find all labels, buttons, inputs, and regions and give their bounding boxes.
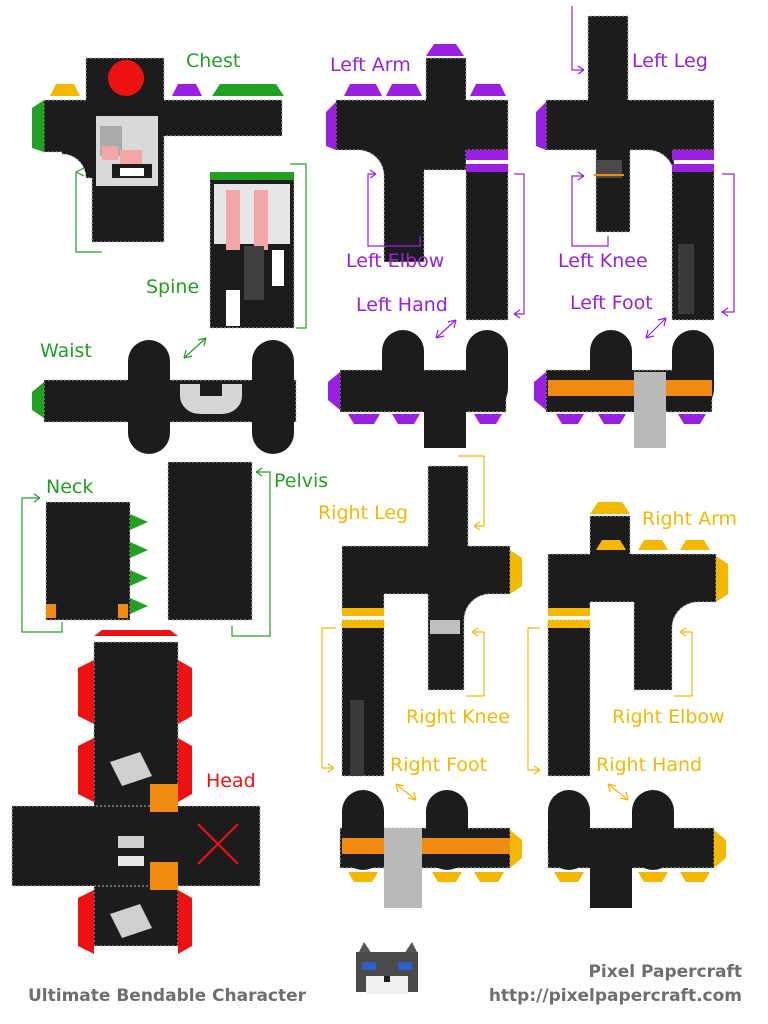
orange-guides xyxy=(321,455,693,801)
right-arm-piece xyxy=(547,502,728,777)
left-arm-piece xyxy=(326,44,509,321)
right-elbow-label: Right Elbow xyxy=(612,706,725,728)
left-hand-piece xyxy=(328,330,508,448)
left-leg-label: Left Leg xyxy=(632,50,708,72)
pelvis-label: Pelvis xyxy=(274,470,329,492)
left-elbow-label: Left Elbow xyxy=(346,250,445,272)
neck-piece xyxy=(45,501,148,621)
right-foot-piece xyxy=(339,790,522,908)
pelvis-piece xyxy=(167,461,253,621)
purple-guides xyxy=(367,6,735,339)
right-knee-label: Right Knee xyxy=(406,706,510,728)
waist-label: Waist xyxy=(40,340,92,362)
left-arm-label: Left Arm xyxy=(330,54,411,76)
head-piece xyxy=(11,630,261,954)
chest-label: Chest xyxy=(186,50,241,72)
footer-url[interactable]: http://pixelpapercraft.com xyxy=(488,986,742,1006)
right-leg-label: Right Leg xyxy=(318,502,409,524)
left-knee-label: Left Knee xyxy=(558,250,648,272)
left-foot-piece xyxy=(534,330,714,448)
right-foot-label: Right Foot xyxy=(390,754,488,776)
left-leg-piece xyxy=(536,15,715,321)
wolf-logo-icon xyxy=(356,942,418,994)
right-hand-piece xyxy=(547,790,726,908)
footer-brand: Pixel Papercraft xyxy=(588,962,742,982)
left-hand-label: Left Hand xyxy=(356,294,448,316)
spine-piece xyxy=(209,172,295,329)
chest-piece xyxy=(32,57,284,243)
neck-label: Neck xyxy=(46,476,94,498)
left-foot-label: Left Foot xyxy=(570,292,653,314)
waist-piece xyxy=(32,340,297,454)
green-guides xyxy=(21,163,307,637)
right-leg-piece xyxy=(341,465,522,777)
footer-title: Ultimate Bendable Character xyxy=(28,986,307,1006)
right-hand-label: Right Hand xyxy=(596,754,703,776)
spine-label: Spine xyxy=(146,276,200,298)
head-label: Head xyxy=(206,770,256,792)
right-arm-label: Right Arm xyxy=(642,508,738,530)
